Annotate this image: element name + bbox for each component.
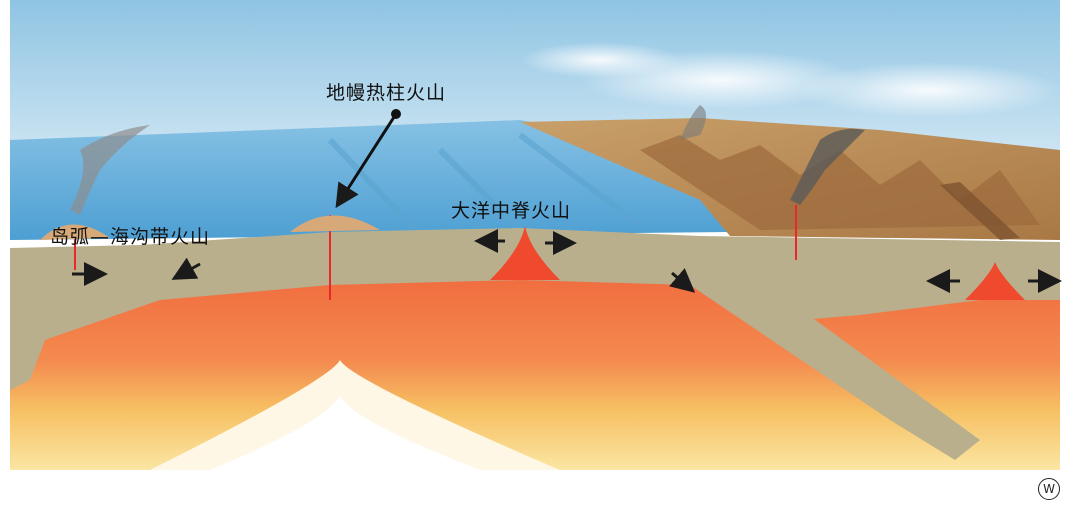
plate-motion-arrow	[171, 257, 201, 280]
core-glow	[210, 395, 480, 470]
watermark-logo: W	[1038, 478, 1060, 500]
cloud	[800, 62, 1060, 118]
cloud	[520, 42, 680, 78]
volcano-plume	[70, 125, 150, 215]
arc-island	[40, 224, 110, 240]
plate-motion-arrow	[669, 268, 696, 293]
ridge-volcano-label: 大洋中脊火山	[451, 200, 572, 222]
plume-volcano-label: 地幔热柱火山	[326, 82, 447, 104]
oceanic-lithosphere-left	[10, 228, 520, 350]
volcano-plume	[790, 128, 865, 205]
ridge-magma	[490, 226, 560, 280]
plate-motion-arrows	[72, 229, 1062, 293]
plume-pointer-line	[335, 113, 398, 209]
ocean-ridge-lines	[327, 132, 642, 238]
mountain-range	[640, 135, 1040, 230]
plume-island	[290, 215, 380, 232]
continental-rift	[940, 182, 1020, 240]
rift-magma	[965, 262, 1025, 300]
volcano-plume	[680, 105, 706, 140]
subducting-slab-left	[10, 300, 60, 390]
oceanic-lithosphere-right	[520, 228, 980, 460]
plume-pointer-dot	[391, 109, 401, 119]
arc-trench-volcano-label: 岛弧—海沟带火山	[50, 226, 211, 248]
